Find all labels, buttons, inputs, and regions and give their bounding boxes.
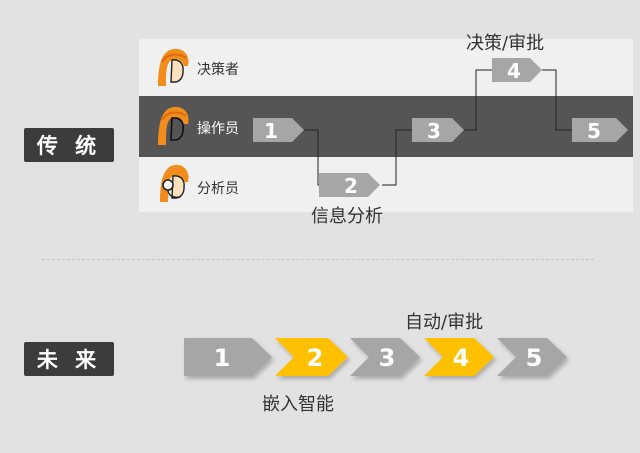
future-step-2-label: 2	[307, 344, 324, 372]
future-step-1-label: 1	[214, 344, 231, 372]
trad-annotation-top: 决策/审批	[466, 33, 545, 54]
traditional-tag: 传 统	[24, 128, 114, 162]
future-step-4-chevron	[424, 338, 494, 376]
section-divider	[42, 259, 594, 260]
connector-4-5	[542, 69, 572, 131]
connector-2-3	[382, 129, 412, 186]
trad-step-3-label: 3	[427, 119, 441, 143]
trad-annotation-bottom: 信息分析	[311, 206, 383, 227]
trad-step-1-label: 1	[264, 119, 278, 143]
future-annotation-bottom: 嵌入智能	[262, 394, 334, 415]
future-step-2-chevron	[275, 338, 348, 376]
connector-3-4	[462, 69, 492, 131]
operator-band	[139, 96, 633, 157]
future-annotation-top: 自动/审批	[405, 312, 484, 333]
future-step-5-chevron	[497, 338, 567, 376]
analyst-icon	[160, 164, 189, 202]
decision-maker-icon	[158, 48, 189, 86]
trad-step-2-label: 2	[344, 174, 358, 198]
future-step-1-chevron	[184, 338, 272, 376]
future-tag: 未 来	[24, 342, 114, 376]
future-step-5-label: 5	[526, 344, 543, 372]
future-step-3-label: 3	[379, 344, 396, 372]
trad-step-4-arrow	[492, 58, 542, 82]
decision-maker-band	[139, 39, 633, 96]
role-label-analyst: 分析员	[197, 181, 239, 197]
role-label-operator: 操作员	[197, 121, 239, 137]
trad-step-3-arrow	[412, 118, 464, 142]
trad-step-5-arrow	[572, 118, 628, 142]
trad-step-2-arrow	[319, 173, 380, 197]
operator-icon	[158, 106, 189, 145]
trad-step-1-arrow	[253, 118, 304, 142]
role-label-decision-maker: 决策者	[197, 62, 239, 78]
trad-step-5-label: 5	[587, 119, 601, 143]
future-step-3-chevron	[350, 338, 420, 376]
future-step-4-label: 4	[453, 344, 470, 372]
trad-step-4-label: 4	[507, 59, 521, 83]
